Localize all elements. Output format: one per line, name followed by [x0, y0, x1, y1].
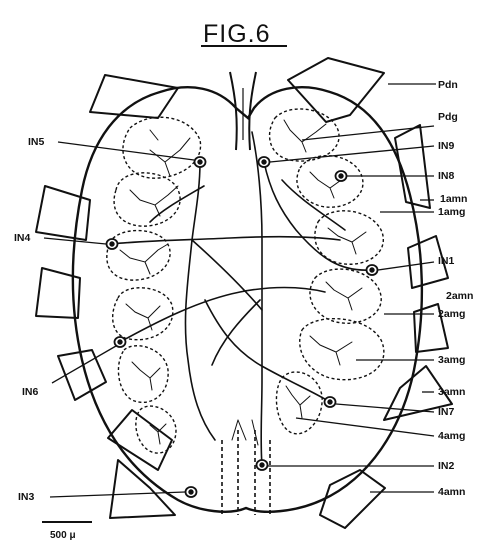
soma-in3 [186, 487, 197, 497]
label-2amg: 2amg [438, 308, 465, 320]
soma-in9 [259, 157, 270, 167]
scale-bar-label: 500 μ [50, 530, 76, 541]
interneuron-trunks [112, 132, 372, 465]
label-4amn: 4amn [438, 486, 465, 498]
glomeruli [107, 109, 384, 453]
label-pdg: Pdg [438, 111, 458, 123]
soma-in2 [257, 460, 268, 470]
label-4amg: 4amg [438, 430, 465, 442]
glomerulus-left-2 [114, 173, 180, 226]
leader-in5 [58, 142, 194, 160]
label-in3: IN3 [18, 491, 35, 503]
label-1amg: 1amg [438, 206, 465, 218]
posterior-connectives [222, 430, 270, 515]
label-in6: IN6 [22, 386, 39, 398]
nerve-roots [36, 58, 452, 528]
soma-in1 [367, 265, 378, 275]
glomerulus-left-3 [107, 231, 170, 281]
nerve-root-right-1 [288, 58, 384, 122]
nerve-root-left-6 [110, 460, 175, 518]
soma-in7 [325, 397, 336, 407]
soma-in5 [195, 157, 206, 167]
soma-in4 [107, 239, 118, 249]
label-1amn: 1amn [440, 193, 467, 205]
glomerulus-left-5 [118, 346, 168, 403]
label-pdn: Pdn [438, 79, 458, 91]
label-in4: IN4 [14, 232, 31, 244]
label-in2: IN2 [438, 460, 455, 472]
leader-4amg [296, 418, 434, 436]
soma-in6 [115, 337, 126, 347]
glomerulus-left-1 [123, 117, 201, 178]
label-in5: IN5 [28, 136, 45, 148]
glomerulus-right-5 [300, 319, 384, 380]
label-3amg: 3amg [438, 354, 465, 366]
soma-in8 [336, 171, 347, 181]
glomerulus-right-6 [276, 372, 322, 434]
glomerulus-left-4 [113, 288, 173, 340]
glomerulus-right-3 [315, 211, 383, 264]
label-3amn: 3amn [438, 386, 465, 398]
label-in9: IN9 [438, 140, 455, 152]
label-in8: IN8 [438, 170, 455, 182]
nerve-root-right-6 [320, 470, 385, 528]
label-in1: IN1 [438, 255, 455, 267]
glomerulus-right-2 [297, 156, 363, 208]
label-in7: IN7 [438, 406, 455, 418]
label-2amn: 2amn [446, 290, 473, 302]
nerve-root-left-1 [90, 75, 178, 118]
figure-title: FIG.6 [203, 20, 271, 48]
